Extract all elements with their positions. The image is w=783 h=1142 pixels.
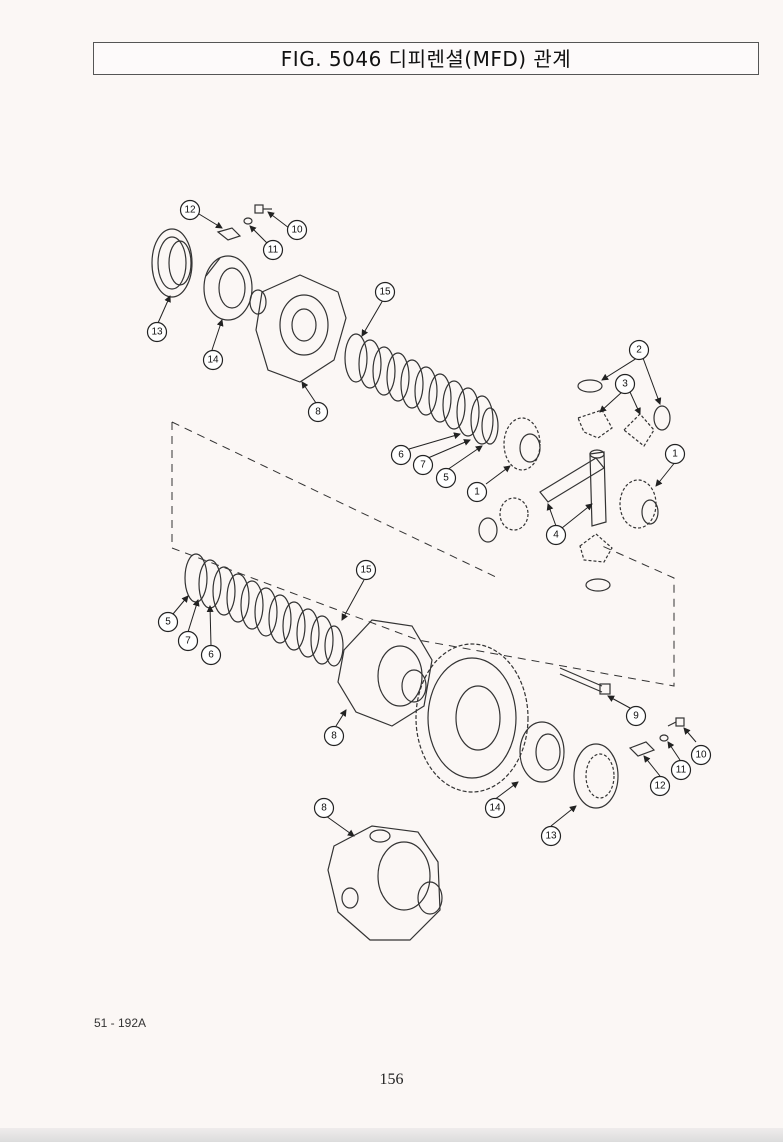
callout-5-upper: 5 — [435, 467, 457, 489]
callout-11-upper: 11 — [262, 239, 284, 261]
differential-case-upper — [249, 274, 347, 383]
svg-text:9: 9 — [633, 711, 639, 722]
callout-15-lower: 15 — [355, 559, 377, 581]
differential-case-lower — [337, 619, 433, 727]
svg-text:14: 14 — [207, 355, 219, 366]
lock-plate-upper — [216, 227, 242, 241]
callout-8-assembled: 8 — [313, 797, 335, 819]
callout-2: 2 — [628, 339, 650, 361]
callout-7-upper: 7 — [412, 454, 434, 476]
pinion-gear-bottom — [579, 533, 613, 563]
callout-13-lower: 13 — [540, 825, 562, 847]
bearing-cup-upper — [151, 228, 193, 298]
callout-13-upper: 13 — [146, 321, 168, 343]
svg-text:13: 13 — [545, 831, 557, 842]
ring-gear-bolt — [559, 667, 611, 695]
callout-6-lower: 6 — [200, 644, 222, 666]
side-gear-upper — [503, 417, 541, 471]
washer-upper — [243, 217, 253, 225]
pinion-gear-top — [577, 409, 613, 439]
callout-12-upper: 12 — [179, 199, 201, 221]
svg-text:8: 8 — [315, 407, 321, 418]
svg-text:15: 15 — [360, 565, 372, 576]
figure-title: FIG. 5046 디피렌셜(MFD) 관계 — [93, 42, 759, 75]
leader-lines — [157, 211, 697, 837]
bolt-lower — [667, 717, 685, 727]
scan-edge — [0, 1128, 783, 1142]
svg-text:12: 12 — [654, 781, 666, 792]
thrust-washer-right — [653, 405, 671, 431]
callout-7-lower: 7 — [177, 630, 199, 652]
svg-text:7: 7 — [420, 460, 426, 471]
svg-text:10: 10 — [291, 225, 303, 236]
side-gear-right — [619, 479, 659, 529]
svg-text:8: 8 — [331, 731, 337, 742]
callout-12-lower: 12 — [649, 775, 671, 797]
svg-text:13: 13 — [151, 327, 163, 338]
svg-text:3: 3 — [622, 379, 628, 390]
callout-9: 9 — [625, 705, 647, 727]
thrust-washer-top — [577, 379, 603, 393]
callout-15-upper: 15 — [374, 281, 396, 303]
bearing-cup-lower — [573, 743, 619, 809]
callout-6-upper: 6 — [390, 444, 412, 466]
svg-text:5: 5 — [443, 473, 449, 484]
svg-text:7: 7 — [185, 636, 191, 647]
pinion-gear-left — [499, 497, 529, 531]
svg-text:1: 1 — [474, 487, 480, 498]
svg-text:4: 4 — [553, 530, 559, 541]
callout-8-lower: 8 — [323, 725, 345, 747]
callout-8-upper: 8 — [307, 401, 329, 423]
bearing-cone-lower — [519, 721, 565, 783]
differential-case-assembled — [327, 825, 443, 941]
callout-11-lower: 11 — [670, 759, 692, 781]
svg-text:10: 10 — [695, 750, 707, 761]
bearing-cone-upper — [203, 255, 253, 321]
svg-text:6: 6 — [398, 450, 404, 461]
ring-gear — [415, 643, 529, 793]
svg-text:5: 5 — [165, 617, 171, 628]
svg-text:8: 8 — [321, 803, 327, 814]
assembly-guide-dashed — [171, 421, 675, 687]
svg-text:2: 2 — [636, 345, 642, 356]
callout-1-left: 1 — [466, 481, 488, 503]
thrust-washer-bottom — [585, 578, 611, 592]
svg-text:15: 15 — [379, 287, 391, 298]
cross-shaft — [539, 449, 607, 527]
clutch-pack-upper — [344, 333, 499, 445]
page-number: 156 — [379, 1071, 404, 1088]
callout-3: 3 — [614, 373, 636, 395]
svg-text:6: 6 — [208, 650, 214, 661]
svg-text:12: 12 — [184, 205, 196, 216]
callout-14-lower: 14 — [484, 797, 506, 819]
pinion-gear-right — [623, 413, 655, 447]
svg-text:11: 11 — [676, 765, 687, 776]
lock-plate-lower — [628, 741, 656, 757]
thrust-washer-left — [478, 517, 498, 543]
svg-text:1: 1 — [672, 449, 678, 460]
callout-10-upper: 10 — [286, 219, 308, 241]
svg-text:11: 11 — [268, 245, 279, 256]
callout-4: 4 — [545, 524, 567, 546]
callout-1-right: 1 — [664, 443, 686, 465]
bolt-upper — [254, 204, 272, 214]
drawing-code: 51 - 192A — [94, 1016, 147, 1030]
callout-14-upper: 14 — [202, 349, 224, 371]
callout-10-lower: 10 — [690, 744, 712, 766]
washer-lower — [659, 734, 669, 742]
svg-text:14: 14 — [489, 803, 501, 814]
callout-5-lower: 5 — [157, 611, 179, 633]
